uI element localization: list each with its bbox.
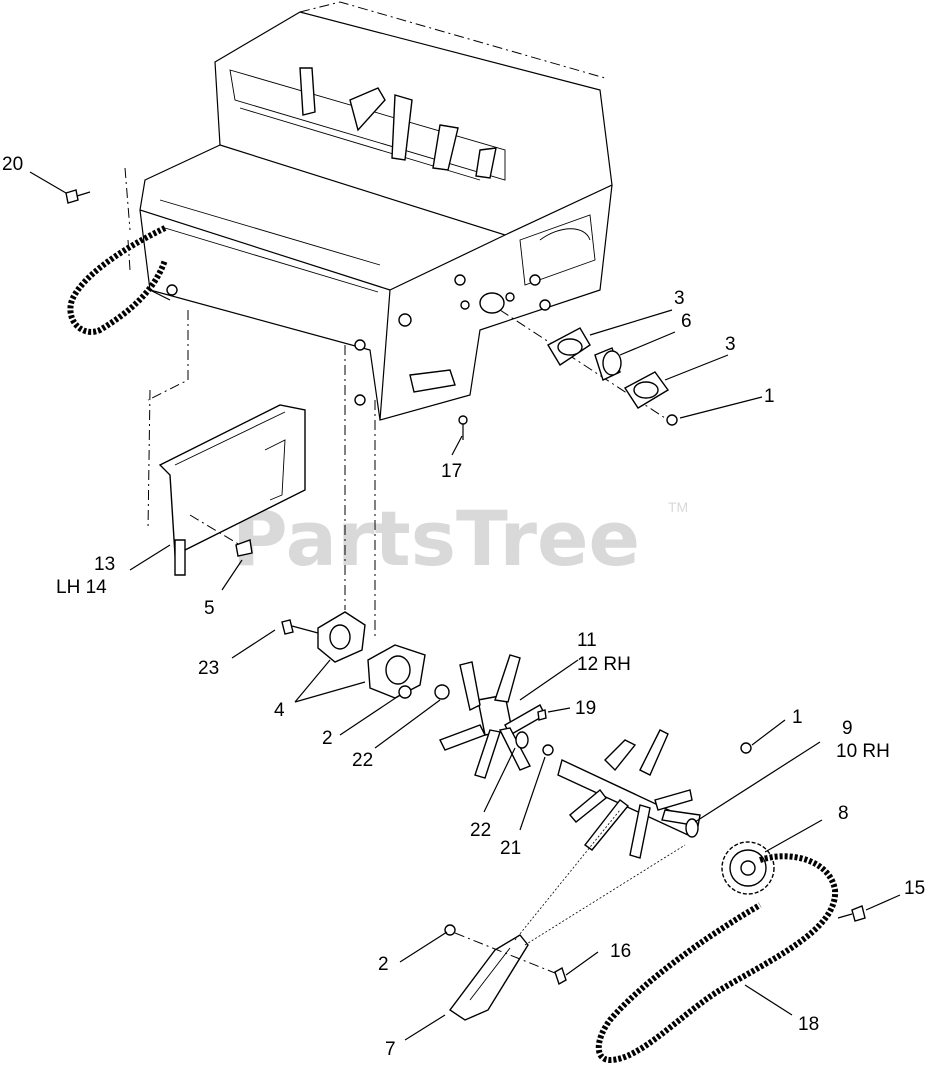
callout-3-b: 3 <box>725 334 736 355</box>
callout-22-a: 22 <box>352 750 373 771</box>
callout-14: LH 14 <box>56 577 107 598</box>
watermark-trademark: TM <box>668 499 688 515</box>
callout-2-left: 2 <box>322 728 333 749</box>
leader-lines <box>29 171 901 1041</box>
bearing-group-lower <box>281 345 450 700</box>
callout-10: 10 RH <box>836 741 890 762</box>
tine-assembly-9 <box>557 729 752 859</box>
bracket-7 <box>444 809 686 1021</box>
callout-3-a: 3 <box>674 288 685 309</box>
callout-labels: 20 3 6 3 1 17 13 LH 14 5 23 4 2 22 11 12… <box>2 154 925 1060</box>
callout-21: 21 <box>500 838 521 859</box>
watermark: PartsTree TM <box>232 494 688 583</box>
frame-bolts <box>166 274 551 406</box>
callout-1-top: 1 <box>764 386 775 407</box>
callout-15: 15 <box>904 878 925 899</box>
bolt-20 <box>65 189 91 204</box>
callout-16: 16 <box>610 941 631 962</box>
callout-6: 6 <box>681 311 692 332</box>
callout-8: 8 <box>838 803 849 824</box>
sprocket-8 <box>721 841 775 895</box>
housing-frame <box>139 1 613 440</box>
callout-13: 13 <box>94 554 115 575</box>
callout-20: 20 <box>2 154 23 175</box>
drive-chain-18 <box>595 853 839 1064</box>
cover-plate <box>147 310 306 576</box>
watermark-brand: PartsTree <box>232 494 640 583</box>
tine-group-top <box>299 67 497 179</box>
callout-1-mid: 1 <box>792 707 803 728</box>
callout-23: 23 <box>198 658 219 679</box>
callout-7: 7 <box>385 1039 396 1060</box>
callout-19: 19 <box>575 698 596 719</box>
callout-11: 11 <box>577 630 597 651</box>
callout-18: 18 <box>798 1014 819 1035</box>
callout-9: 9 <box>842 718 853 739</box>
callout-12: 12 RH <box>577 654 631 675</box>
bearing-group-upper <box>499 309 678 426</box>
left-drive-chain <box>67 167 168 335</box>
callout-4: 4 <box>274 700 285 721</box>
bolt-15 <box>837 905 866 922</box>
callout-17: 17 <box>441 461 462 482</box>
callout-22-b: 22 <box>470 820 491 841</box>
callout-2-bottom: 2 <box>378 954 389 975</box>
tine-assembly-11 <box>439 654 554 779</box>
callout-5: 5 <box>204 598 215 619</box>
